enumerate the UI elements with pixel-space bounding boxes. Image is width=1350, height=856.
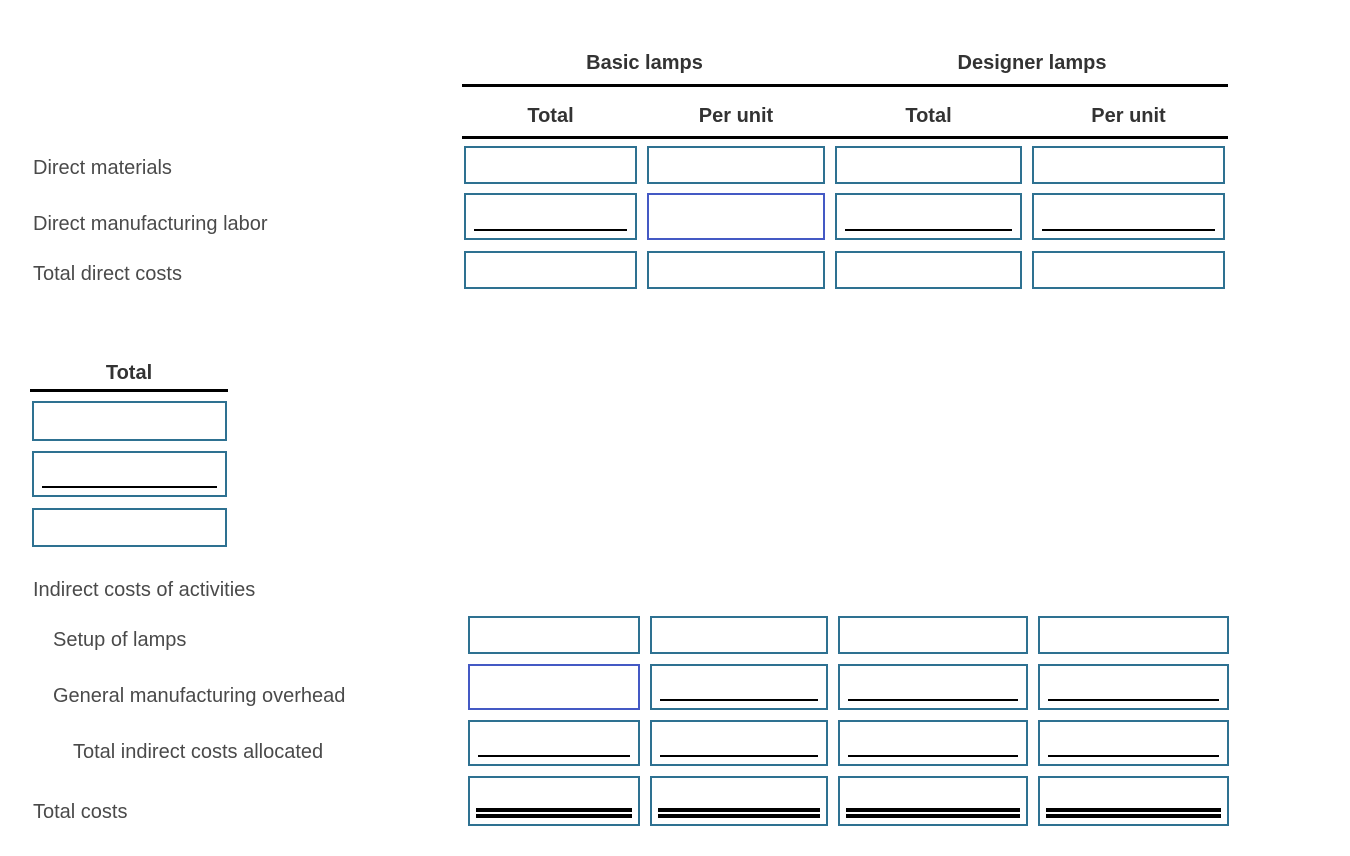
input-gmo-basic-total[interactable] [468, 664, 640, 710]
input-setup-basic-perunit[interactable] [650, 616, 828, 654]
header-rule-bottom [462, 136, 1228, 139]
input-setup-designer-perunit[interactable] [1038, 616, 1229, 654]
input-middle-total-1[interactable] [32, 401, 227, 441]
input-gmo-basic-perunit[interactable] [650, 664, 828, 710]
row-label-direct-manufacturing-labor: Direct manufacturing labor [33, 213, 268, 235]
input-total-indirect-designer-total[interactable] [838, 720, 1028, 766]
input-total-costs-basic-perunit[interactable] [650, 776, 828, 826]
input-total-direct-basic-perunit[interactable] [647, 251, 825, 289]
section-label-indirect-costs: Indirect costs of activities [33, 579, 256, 601]
input-total-costs-designer-total[interactable] [838, 776, 1028, 826]
input-direct-labor-designer-total[interactable] [835, 193, 1022, 240]
row-label-total-costs: Total costs [33, 801, 128, 823]
input-total-indirect-basic-total[interactable] [468, 720, 640, 766]
col-header-basic-total: Total [527, 105, 574, 127]
group-header-designer-lamps: Designer lamps [957, 52, 1107, 74]
input-setup-basic-total[interactable] [468, 616, 640, 654]
input-middle-total-2[interactable] [32, 451, 227, 497]
row-label-direct-materials: Direct materials [33, 157, 172, 179]
middle-header-total: Total [105, 362, 153, 384]
col-header-basic-perunit: Per unit [698, 105, 774, 127]
input-middle-total-3[interactable] [32, 508, 227, 547]
input-direct-materials-basic-perunit[interactable] [647, 146, 825, 184]
input-setup-designer-total[interactable] [838, 616, 1028, 654]
input-direct-labor-basic-perunit[interactable] [647, 193, 825, 240]
header-rule-top [462, 84, 1228, 87]
input-direct-labor-designer-perunit[interactable] [1032, 193, 1225, 240]
input-gmo-designer-perunit[interactable] [1038, 664, 1229, 710]
col-header-designer-total: Total [905, 105, 952, 127]
row-label-total-indirect-costs-allocated: Total indirect costs allocated [73, 741, 324, 763]
input-direct-materials-basic-total[interactable] [464, 146, 637, 184]
input-direct-materials-designer-perunit[interactable] [1032, 146, 1225, 184]
input-total-costs-basic-total[interactable] [468, 776, 640, 826]
input-gmo-designer-total[interactable] [838, 664, 1028, 710]
col-header-designer-perunit: Per unit [1091, 105, 1166, 127]
input-direct-materials-designer-total[interactable] [835, 146, 1022, 184]
input-total-costs-designer-perunit[interactable] [1038, 776, 1229, 826]
input-direct-labor-basic-total[interactable] [464, 193, 637, 240]
middle-header-rule [30, 389, 228, 392]
input-total-direct-basic-total[interactable] [464, 251, 637, 289]
input-total-indirect-basic-perunit[interactable] [650, 720, 828, 766]
row-label-general-manufacturing-overhead: General manufacturing overhead [53, 685, 346, 707]
input-total-direct-designer-total[interactable] [835, 251, 1022, 289]
group-header-basic-lamps: Basic lamps [586, 52, 703, 74]
input-total-indirect-designer-perunit[interactable] [1038, 720, 1229, 766]
input-total-direct-designer-perunit[interactable] [1032, 251, 1225, 289]
row-label-total-direct-costs: Total direct costs [33, 263, 182, 285]
row-label-setup-of-lamps: Setup of lamps [53, 629, 187, 651]
